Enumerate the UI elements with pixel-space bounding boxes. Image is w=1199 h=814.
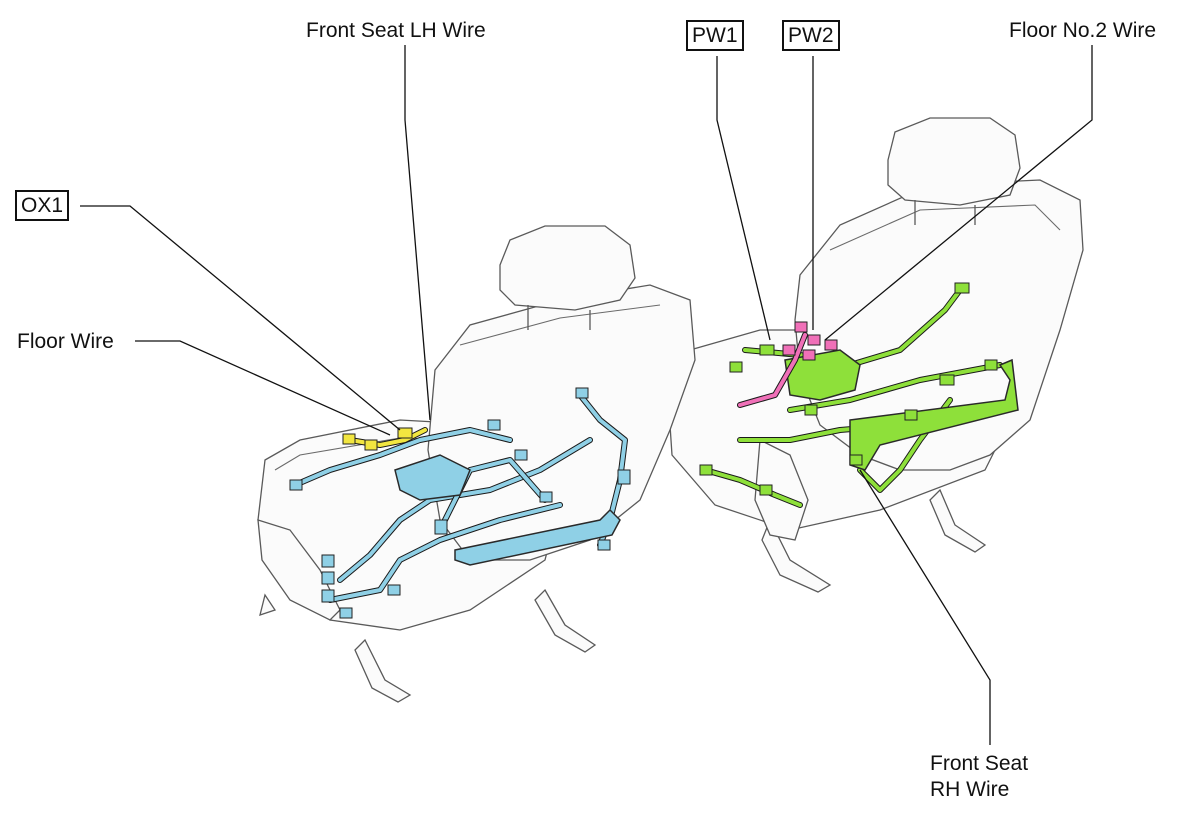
leader-lines	[80, 45, 1093, 745]
front-seat-lh-harness	[289, 387, 631, 619]
floor-wire	[342, 427, 428, 451]
front-seat-lh	[257, 225, 696, 703]
leader-pw1	[716, 56, 771, 341]
label-front-seat-rh-wire-line1: Front Seat	[930, 752, 1029, 775]
label-floor-no2-wire: Floor No.2 Wire	[1009, 19, 1157, 42]
label-front-seat-rh-wire-line2: RH Wire	[930, 778, 1010, 801]
leader-floor-wire	[135, 340, 391, 436]
connector-ox1-box: OX1	[15, 190, 70, 221]
leader-front-seat-lh-wire	[404, 45, 431, 421]
label-front-seat-lh-wire: Front Seat LH Wire	[306, 19, 486, 42]
connector-pw2-box: PW2	[782, 20, 840, 51]
leader-ox1	[80, 205, 401, 431]
connector-pw1-box: PW1	[686, 20, 744, 51]
leader-front-seat-rh-wire	[859, 469, 991, 745]
floor-no2-wire	[737, 321, 838, 408]
leader-floor-no2-wire	[824, 45, 1093, 341]
label-floor-wire: Floor Wire	[17, 330, 114, 353]
